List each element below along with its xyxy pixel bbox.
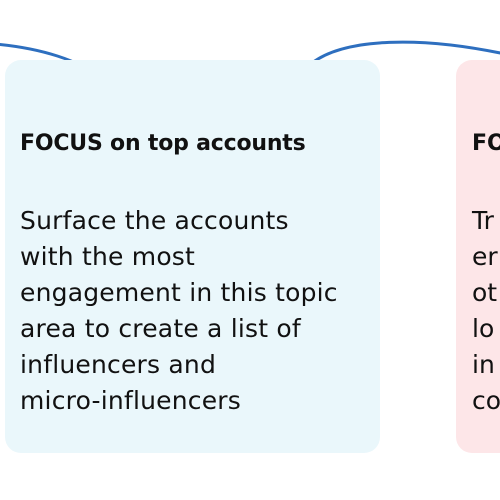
card-description-line: co [472, 386, 500, 415]
card-description-line: lo [472, 314, 495, 343]
card-description-line: Tr [472, 206, 494, 235]
card-description-line: engagement in this topic [20, 278, 338, 307]
card-next-step [456, 60, 500, 453]
arrow-out-icon [310, 40, 500, 65]
card-description-line: with the most [20, 242, 196, 271]
card-description-line: influencers and [20, 350, 217, 379]
card-description-line: er [472, 242, 498, 271]
card-title-partial: FO [472, 131, 500, 156]
card-description-partial: Tr er ot lo in co [472, 203, 500, 419]
card-title: FOCUS on top accounts [20, 131, 306, 156]
card-focus-top-accounts [5, 60, 380, 453]
card-description-line: ot [472, 278, 498, 307]
card-description-line: micro-influencers [20, 386, 241, 415]
card-description: Surface the accounts with the most engag… [20, 203, 365, 419]
card-description-line: in [472, 350, 495, 379]
card-description-line: Surface the accounts [20, 206, 289, 235]
card-description-line: area to create a list of [20, 314, 301, 343]
